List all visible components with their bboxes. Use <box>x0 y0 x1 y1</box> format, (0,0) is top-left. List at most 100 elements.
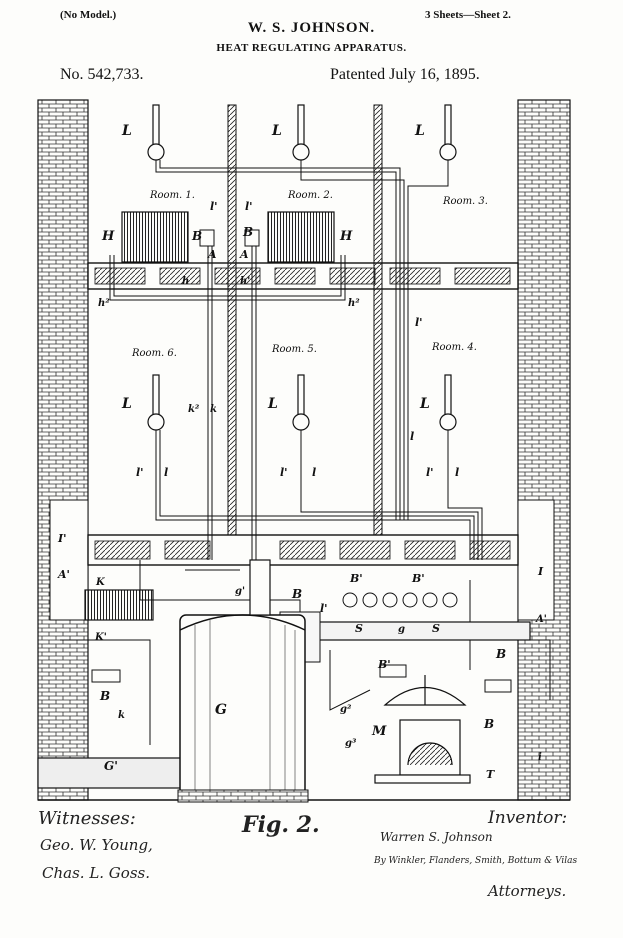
left-brick-wall <box>37 99 89 801</box>
damper-motor-m <box>374 675 471 784</box>
part-label-h1: h' <box>240 276 250 287</box>
radiator-room-1 <box>121 211 189 263</box>
sheet-note: 3 Sheets—Sheet 2. <box>425 9 511 21</box>
part-label-S: S <box>355 622 363 635</box>
part-label-l1: l' <box>280 466 288 479</box>
witnesses-label: Witnesses: <box>38 808 136 829</box>
figure-label: Fig. 2. <box>242 812 320 838</box>
patent-title: HEAT REGULATING APPARATUS. <box>216 42 407 54</box>
right-flue-opening <box>517 499 555 621</box>
room-2-label: Room. 2. <box>287 190 333 201</box>
part-label-H: H <box>101 229 115 244</box>
part-label-B: B <box>483 717 494 731</box>
part-label-L: L <box>414 123 425 139</box>
right-brick-wall <box>517 99 571 801</box>
part-label-h: h <box>182 276 189 287</box>
part-label-L: L <box>121 396 132 412</box>
part-label-l1: l' <box>320 602 328 615</box>
part-label-k2: k² <box>188 404 200 415</box>
part-label-g3: g³ <box>345 738 357 749</box>
model-note: (No Model.) <box>60 9 117 21</box>
part-label-l: l <box>312 466 316 479</box>
part-label-I1: I' <box>57 532 67 545</box>
part-label-K1: K' <box>94 632 107 643</box>
boiler-g <box>177 559 309 803</box>
floors <box>37 262 570 801</box>
thermostat-room-4 <box>439 374 457 431</box>
valves-b1-row <box>342 592 458 608</box>
part-label-L: L <box>121 123 132 139</box>
part-label-l1: l' <box>210 200 218 213</box>
thermostats <box>147 104 457 431</box>
thermostat-room-3 <box>439 104 457 161</box>
patent-number: No. 542,733. <box>60 66 144 83</box>
part-label-h2: h² <box>98 298 110 309</box>
part-label-B: B <box>242 225 253 239</box>
thermostat-room-6 <box>147 374 165 431</box>
attorneys-by-line: By Winkler, Flanders, Smith, Bottum & Vi… <box>374 856 578 866</box>
part-label-g: g <box>398 624 405 635</box>
room-1-label: Room. 1. <box>149 190 195 201</box>
part-label-l1: l' <box>415 316 423 329</box>
part-label-h2: h² <box>348 298 360 309</box>
part-label-B1: B' <box>411 572 425 585</box>
part-label-T: T <box>486 768 495 781</box>
radiator-room-2 <box>267 211 335 263</box>
part-label-l: l <box>410 430 414 443</box>
patent-date: Patented July 16, 1895. <box>330 66 480 83</box>
part-label-l: l <box>164 466 168 479</box>
part-label-B: B <box>99 689 110 703</box>
part-label-i: i <box>538 752 542 763</box>
room-4-label: Room. 4. <box>431 342 477 353</box>
part-label-A: A <box>239 248 249 261</box>
part-label-G1: G' <box>104 759 118 773</box>
room-6-label: Room. 6. <box>131 348 177 359</box>
room-5-label: Room. 5. <box>271 344 317 355</box>
part-label-A: A <box>207 248 217 261</box>
part-label-k: k <box>210 404 217 415</box>
part-label-G: G <box>215 702 227 718</box>
thermostat-room-2 <box>292 104 310 161</box>
part-label-L: L <box>271 123 282 139</box>
part-label-M: M <box>371 724 387 739</box>
left-flue-opening <box>49 499 89 621</box>
attorneys-label: Attorneys. <box>488 882 567 900</box>
partitions <box>227 104 383 536</box>
inventor-signature: Warren S. Johnson <box>380 830 493 844</box>
part-label-l1: l' <box>136 466 144 479</box>
witness-1-signature: Geo. W. Young, <box>40 836 153 854</box>
part-label-B: B <box>495 647 506 661</box>
flue-pipe-g1 <box>37 757 189 789</box>
part-label-L: L <box>267 396 278 412</box>
part-label-S: S <box>432 622 440 635</box>
part-label-g1: g' <box>235 586 245 597</box>
part-label-B: B <box>291 587 302 601</box>
radiators <box>84 211 335 621</box>
part-label-k: k <box>118 710 125 721</box>
part-label-B: B <box>191 229 202 243</box>
witness-2-signature: Chas. L. Goss. <box>42 864 150 882</box>
part-label-l1: l' <box>245 200 253 213</box>
part-label-l: l <box>455 466 459 479</box>
part-label-A1: A' <box>535 614 547 625</box>
part-label-K: K <box>95 577 106 588</box>
part-labels: L L L L L L H H A A B B l' l' h h' h² h²… <box>57 123 547 781</box>
part-label-g2: g² <box>340 704 352 715</box>
part-label-H: H <box>339 229 353 244</box>
room-labels: Room. 1. Room. 2. Room. 3. Room. 4. Room… <box>131 190 488 359</box>
thermostat-room-5 <box>292 374 310 431</box>
inventor-label: Inventor: <box>488 808 568 828</box>
room-3-label: Room. 3. <box>442 196 488 207</box>
radiator-k <box>84 589 154 621</box>
part-label-B1: B' <box>377 658 391 671</box>
steam-main-s <box>299 621 531 641</box>
part-label-l1: l' <box>426 466 434 479</box>
part-label-I: I <box>537 565 544 578</box>
part-label-L: L <box>419 396 430 412</box>
inventor-name: W. S. JOHNSON. <box>247 20 376 36</box>
part-label-B1: B' <box>349 572 363 585</box>
valve-boxes-b <box>91 229 512 693</box>
thermostat-room-1 <box>147 104 165 161</box>
